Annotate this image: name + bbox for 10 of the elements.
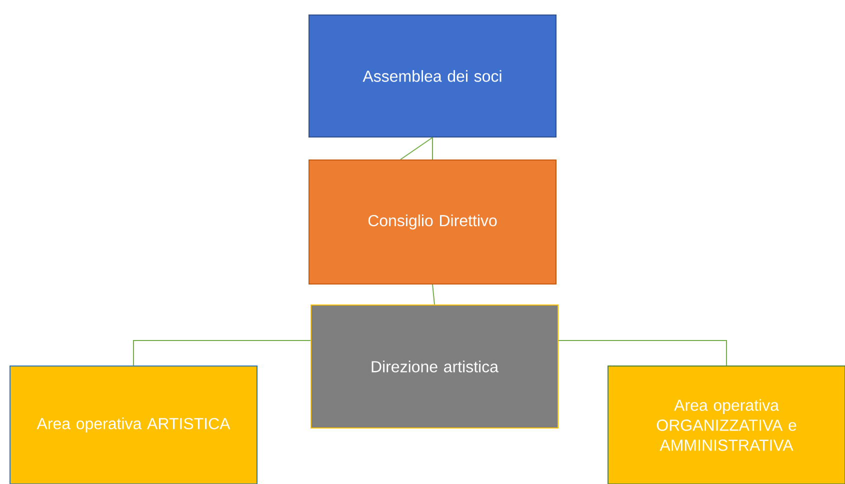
connector-line xyxy=(133,340,311,366)
org-box: Assemblea dei soci xyxy=(308,14,556,138)
connector-line xyxy=(558,340,728,366)
org-box: Consiglio Direttivo xyxy=(308,160,556,284)
org-box: Area operativa ORGANIZZATIVA e AMMINISTRATIVA xyxy=(608,366,845,484)
connector-line xyxy=(400,137,433,160)
org-box: Area operativa ARTISTICA xyxy=(10,366,258,484)
connector-line xyxy=(432,137,433,160)
connector-line xyxy=(432,284,435,305)
org-box: Direzione artistica xyxy=(310,304,558,428)
